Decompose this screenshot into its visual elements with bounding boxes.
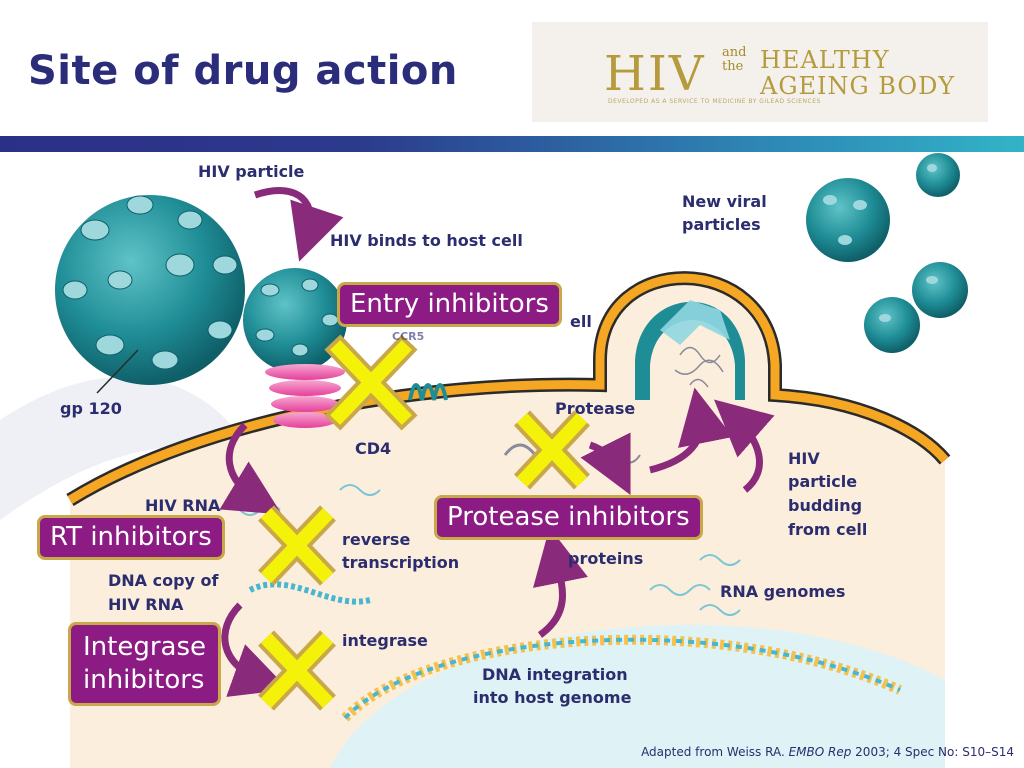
host-dna <box>341 634 903 722</box>
hiv-virus-icon <box>55 195 245 385</box>
curved-arrow-icon <box>219 187 775 697</box>
label-reverse: reverse <box>342 530 411 549</box>
cell-membrane <box>67 273 949 504</box>
budding-rna <box>674 346 724 388</box>
watermark-swoosh <box>0 376 260 520</box>
hiv-virus-icon <box>912 262 968 318</box>
x-mark-icon <box>258 505 336 586</box>
label-protease: Protease <box>555 399 636 418</box>
label-proteins: proteins <box>568 549 644 568</box>
label-binds-host: HIV binds to host cell <box>330 231 523 250</box>
label-hiv-rna: HIV RNA <box>145 496 221 515</box>
logo-tagline: DEVELOPED AS A SERVICE TO MEDICINE BY GI… <box>608 98 821 105</box>
logo <box>532 22 988 122</box>
label-transcription: transcription <box>342 553 460 572</box>
label-gp120: gp 120 <box>60 399 122 418</box>
label-budding-3: budding <box>788 496 863 515</box>
citation-prefix: Adapted from Weiss RA. <box>641 745 789 759</box>
integrase-inhibitors-line1: Integrase <box>83 632 207 662</box>
ccr5-coil <box>408 383 448 401</box>
hiv-virus-icon <box>916 153 960 197</box>
cd4-receptor <box>265 364 345 428</box>
x-mark-icon <box>324 334 418 431</box>
logo-and-the: and the <box>722 45 747 74</box>
citation-suffix: 2003; 4 Spec No: S10–S14 <box>851 745 1014 759</box>
hiv-virus-icon <box>243 268 347 372</box>
label-budding-4: from cell <box>788 520 868 539</box>
label-budding-1: HIV <box>788 449 820 468</box>
integrase-inhibitors-line2: inhibitors <box>83 665 205 695</box>
label-new-viral: New viral <box>682 192 767 211</box>
rt-inhibitors-box: RT inhibitors <box>37 515 225 560</box>
label-budding-2: particle <box>788 472 858 491</box>
logo-hiv-text: HIV <box>604 46 706 102</box>
hiv-virus-icon <box>864 297 920 353</box>
label-cd4: CD4 <box>355 439 392 458</box>
logo-healthy: HEALTHY <box>760 46 890 74</box>
label-integrase: integrase <box>342 631 428 650</box>
label-partial-cell: ell <box>570 312 592 331</box>
label-dna-copy-2: HIV RNA <box>108 595 184 614</box>
label-partial-ccr5: CCR5 <box>392 330 425 343</box>
label-dna-integration-2: into host genome <box>473 688 632 707</box>
integrase-inhibitors-box: Integrase inhibitors <box>68 622 222 706</box>
label-new-viral-2: particles <box>682 215 761 234</box>
entry-inhibitors-box: Entry inhibitors <box>337 282 562 327</box>
label-dna-copy-1: DNA copy of <box>108 571 219 590</box>
page-title: Site of drug action <box>28 48 458 94</box>
citation-journal: EMBO Rep <box>788 745 852 759</box>
label-dna-integration-1: DNA integration <box>482 665 628 684</box>
header-band <box>0 136 1024 152</box>
citation: Adapted from Weiss RA. EMBO Rep 2003; 4 … <box>641 745 1014 759</box>
protease-inhibitors-box: Protease inhibitors <box>434 495 703 540</box>
x-mark-icon <box>258 630 336 711</box>
logo-ageing-body: AGEING BODY <box>760 72 956 100</box>
label-rna-genomes: RNA genomes <box>720 582 846 601</box>
label-hiv-particle: HIV particle <box>198 162 305 181</box>
hiv-virus-icon <box>806 178 890 262</box>
x-mark-icon <box>513 410 591 490</box>
